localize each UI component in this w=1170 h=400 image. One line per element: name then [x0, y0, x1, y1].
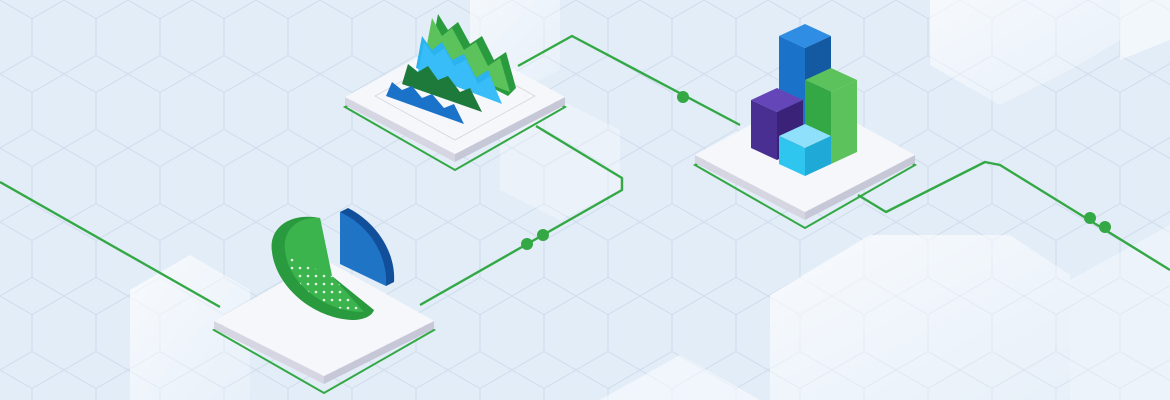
bar-cyan: [779, 124, 831, 176]
background-hexagons: [130, 0, 1170, 400]
pie-chart-icon: [271, 208, 395, 320]
area-chart-icon: [386, 14, 516, 124]
connector-node: [521, 238, 533, 250]
bar-chart-icon: [751, 24, 857, 176]
connector-nodes: [521, 91, 1111, 250]
connector-node: [677, 91, 689, 103]
pie-chart-platform: [211, 259, 437, 395]
connector-node: [1084, 212, 1096, 224]
connector-pie-to-area: [419, 124, 624, 307]
connector-node: [1099, 221, 1111, 233]
connector-bar-to-right: [857, 160, 1170, 272]
connector-left: [0, 180, 221, 309]
connector-node: [537, 229, 549, 241]
